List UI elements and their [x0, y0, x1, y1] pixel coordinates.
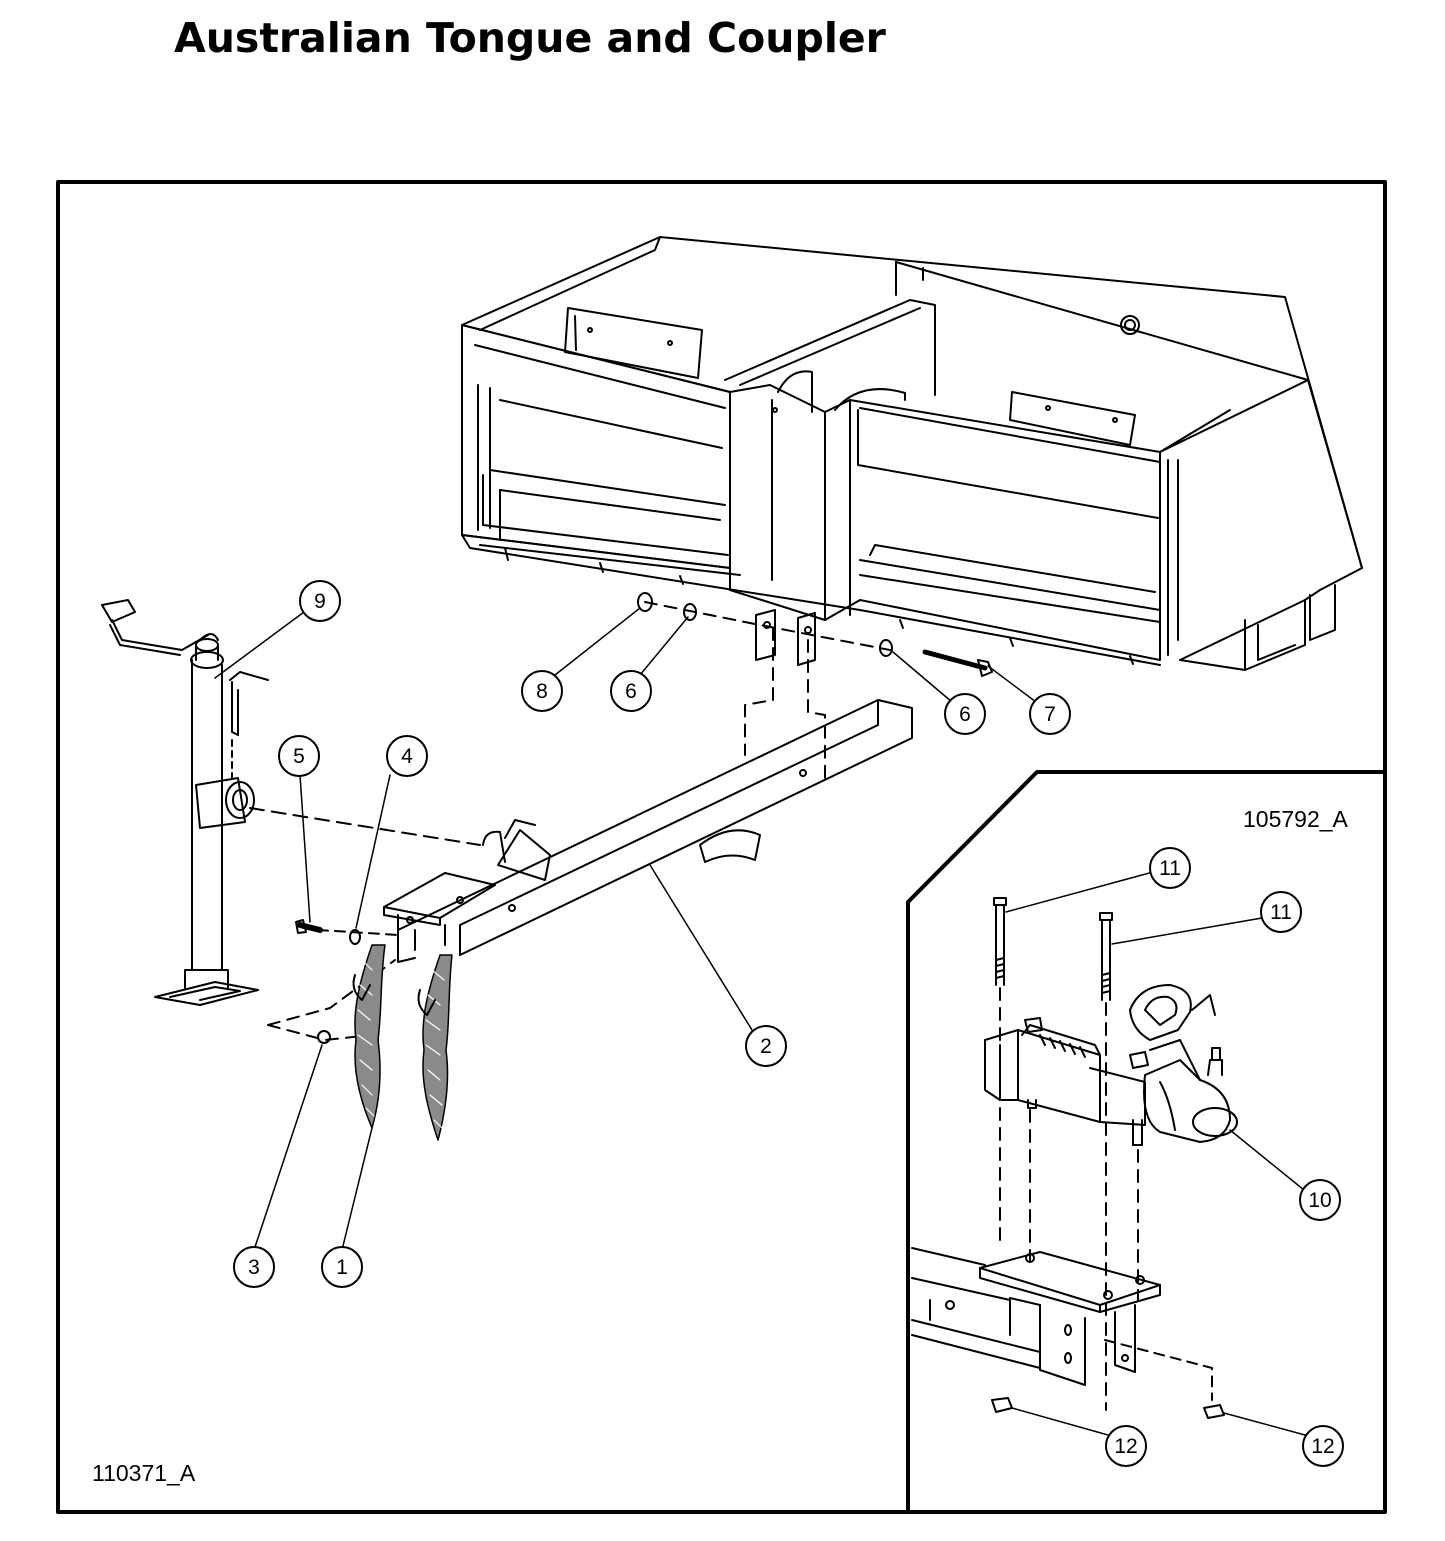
- callout-label: 11: [1270, 901, 1292, 924]
- jack-stand: [101, 599, 269, 1006]
- callout-label: 12: [1114, 1435, 1137, 1458]
- trailer-body: [461, 236, 1363, 671]
- callout-1: 1: [321, 1246, 363, 1288]
- callout-8: 8: [521, 670, 563, 712]
- callout-label: 1: [336, 1256, 348, 1279]
- safety-chains: [354, 944, 453, 1141]
- main-drawing-code: 110371_A: [92, 1460, 196, 1486]
- callout-6b: 6: [944, 693, 986, 735]
- leader-lines: [214, 607, 1306, 1436]
- inset-frame: [906, 770, 1387, 1514]
- callout-2: 2: [745, 1025, 787, 1067]
- callout-12a: 12: [1105, 1425, 1147, 1467]
- callout-4: 4: [386, 735, 428, 777]
- callout-3: 3: [233, 1246, 275, 1288]
- callout-11a: 11: [1149, 847, 1191, 889]
- coupler-assembly: [911, 897, 1238, 1419]
- callout-label: 7: [1044, 703, 1056, 726]
- chain-hooks: [352, 974, 436, 1016]
- callout-6a: 6: [610, 670, 652, 712]
- callout-label: 4: [401, 745, 413, 768]
- callout-label: 6: [625, 680, 637, 703]
- callout-label: 5: [293, 745, 305, 768]
- callout-label: 12: [1311, 1435, 1334, 1458]
- tongue-beam: [383, 699, 913, 963]
- callout-label: 3: [248, 1256, 260, 1279]
- callout-label: 6: [959, 703, 971, 726]
- callout-9: 9: [299, 580, 341, 622]
- callout-5: 5: [278, 735, 320, 777]
- inset-drawing-code: 105792_A: [1243, 806, 1349, 832]
- callout-label: 11: [1159, 857, 1181, 880]
- callout-7: 7: [1029, 693, 1071, 735]
- callout-label: 8: [536, 680, 548, 703]
- hardware-left: [295, 919, 361, 1044]
- outer-frame: [56, 180, 1387, 1514]
- callout-12b: 12: [1302, 1425, 1344, 1467]
- page-title: Australian Tongue and Coupler: [174, 14, 886, 62]
- callout-label: 10: [1308, 1189, 1331, 1212]
- callout-11b: 11: [1260, 891, 1302, 933]
- callout-10: 10: [1299, 1179, 1341, 1221]
- callout-label: 2: [760, 1035, 772, 1058]
- hardware-top: [637, 592, 993, 677]
- callout-label: 9: [314, 590, 326, 613]
